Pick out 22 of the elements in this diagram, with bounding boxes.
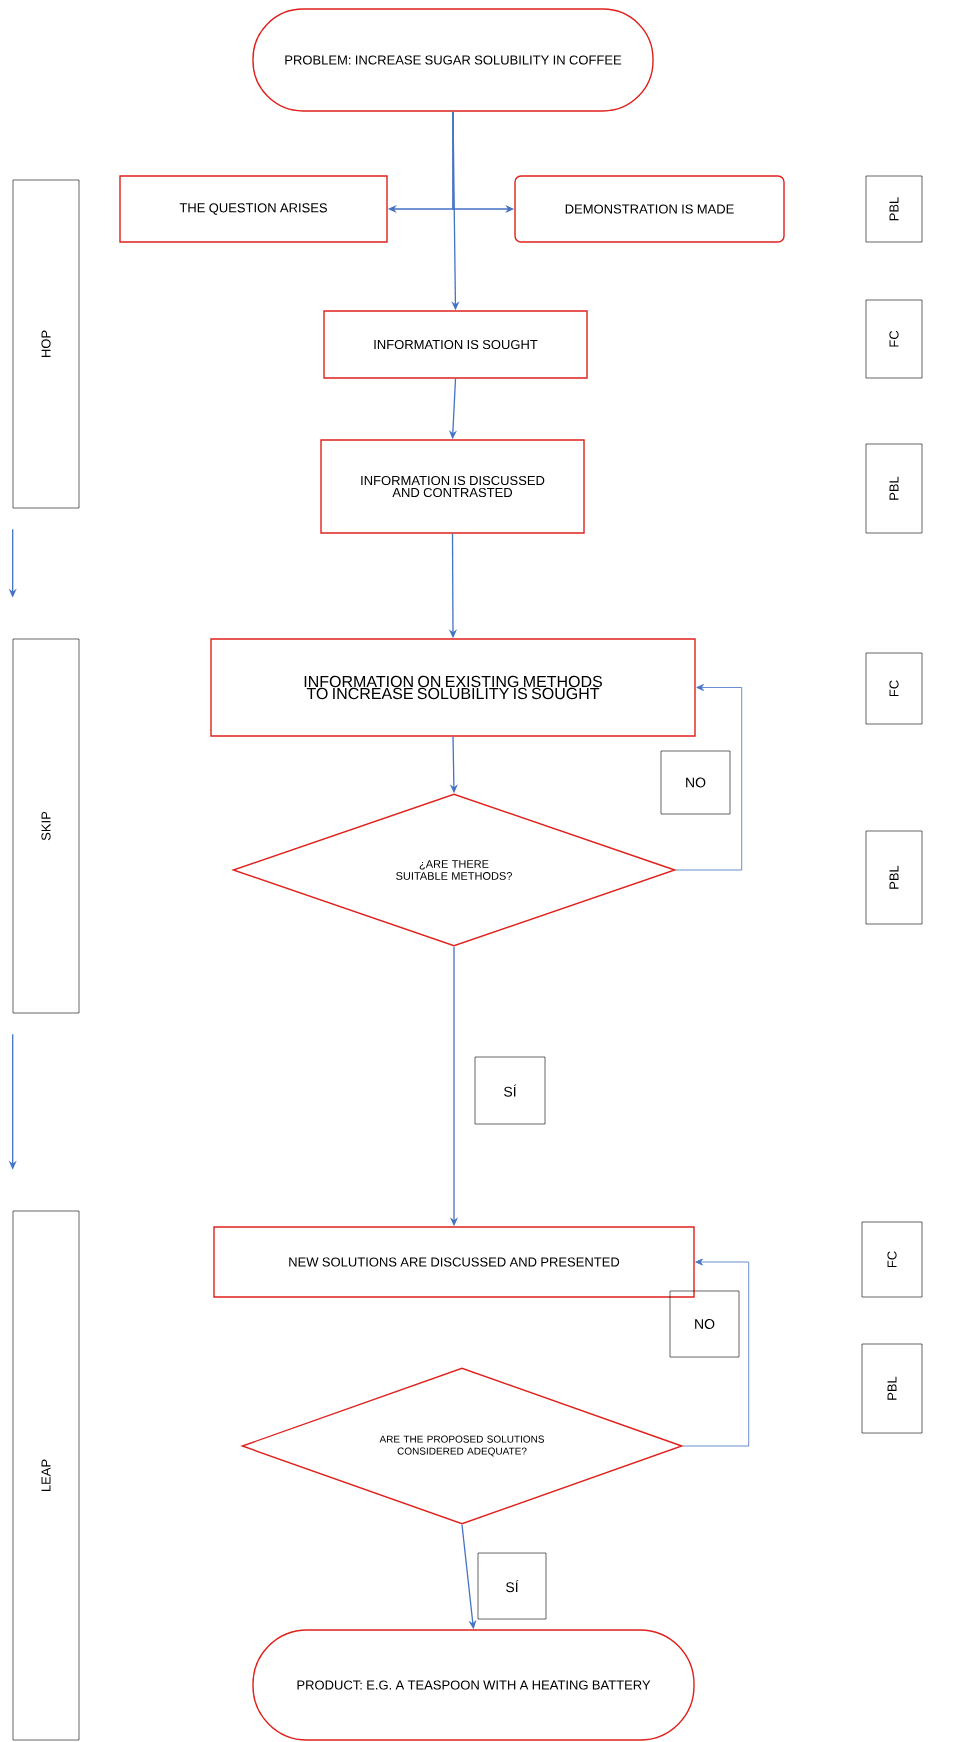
process-box: DEMONSTRATION IS MADE (514, 175, 785, 243)
phase-box: SKIP (12, 638, 80, 1014)
method-box: PBL (865, 830, 923, 925)
arrow (682, 1258, 750, 1447)
phase-box: LEAP (12, 1210, 80, 1741)
process-box: INFORMATION IS SOUGHT (323, 310, 588, 379)
method-box: FC (865, 652, 923, 725)
answer-box: NO (660, 750, 731, 815)
process-box: NEW SOLUTIONS ARE DISCUSSED AND PRESENTED (213, 1226, 695, 1298)
arrow (675, 684, 743, 871)
process-box: INFORMATION IS DISCUSSED AND CONTRASTED (320, 439, 585, 534)
process-box: THE QUESTION ARISES (119, 175, 388, 243)
phase-box: HOP (12, 179, 80, 509)
answer-box: SÍ (477, 1552, 547, 1620)
method-box: FC (865, 299, 923, 379)
method-box: FC (861, 1221, 923, 1298)
process-box: INFORMATION ON EXISTING METHODS TO INCREASE SOLUBILITY IS SOUGHT (210, 638, 696, 737)
method-box: PBL (861, 1343, 923, 1434)
method-box: PBL (865, 443, 923, 534)
method-box: PBL (865, 175, 923, 243)
answer-box: NO (669, 1290, 740, 1358)
answer-box: SÍ (474, 1056, 546, 1125)
